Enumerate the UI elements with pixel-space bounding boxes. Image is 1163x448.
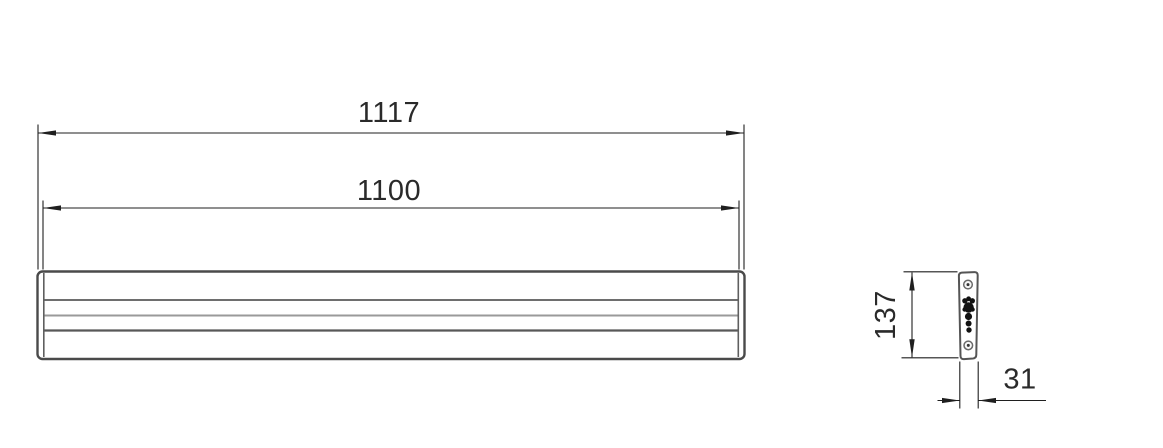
screw-hole-bottom-center bbox=[966, 343, 970, 347]
dim-label-housing-length: 1100 bbox=[357, 175, 421, 207]
cable-connector-silhouette bbox=[962, 296, 975, 333]
arrowhead-left bbox=[43, 205, 61, 211]
dimension-overall-length: 1117 bbox=[37, 97, 745, 270]
connector-stem bbox=[964, 312, 973, 321]
arrowhead-down bbox=[909, 339, 915, 358]
screw-hole-bottom bbox=[963, 340, 974, 351]
dimension-side-height: 137 bbox=[870, 271, 959, 359]
front-view bbox=[36, 270, 746, 361]
dim-label-side-width: 31 bbox=[1003, 364, 1036, 396]
connector-lobe bbox=[970, 307, 975, 312]
connector-lobe bbox=[962, 307, 967, 312]
connector-lobe bbox=[966, 296, 971, 302]
dim-label-side-height: 137 bbox=[870, 290, 902, 340]
screw-hole-top bbox=[962, 279, 974, 290]
connector-lobe bbox=[969, 298, 975, 304]
arrowhead-inward-right bbox=[942, 397, 960, 404]
arrowhead-up bbox=[909, 272, 915, 291]
dim-label-overall-length: 1117 bbox=[358, 97, 420, 129]
arrowhead-left bbox=[38, 130, 56, 136]
arrowhead-right bbox=[726, 130, 744, 136]
dimension-housing-length: 1100 bbox=[42, 175, 740, 270]
screw-hole-top-center bbox=[966, 283, 970, 287]
connector-tip bbox=[966, 327, 972, 333]
arrowhead-right bbox=[721, 205, 739, 211]
connector-lobe bbox=[962, 298, 968, 304]
side-view bbox=[957, 271, 979, 361]
dimension-side-width: 31 bbox=[937, 361, 1046, 409]
connector-stem bbox=[965, 320, 972, 327]
